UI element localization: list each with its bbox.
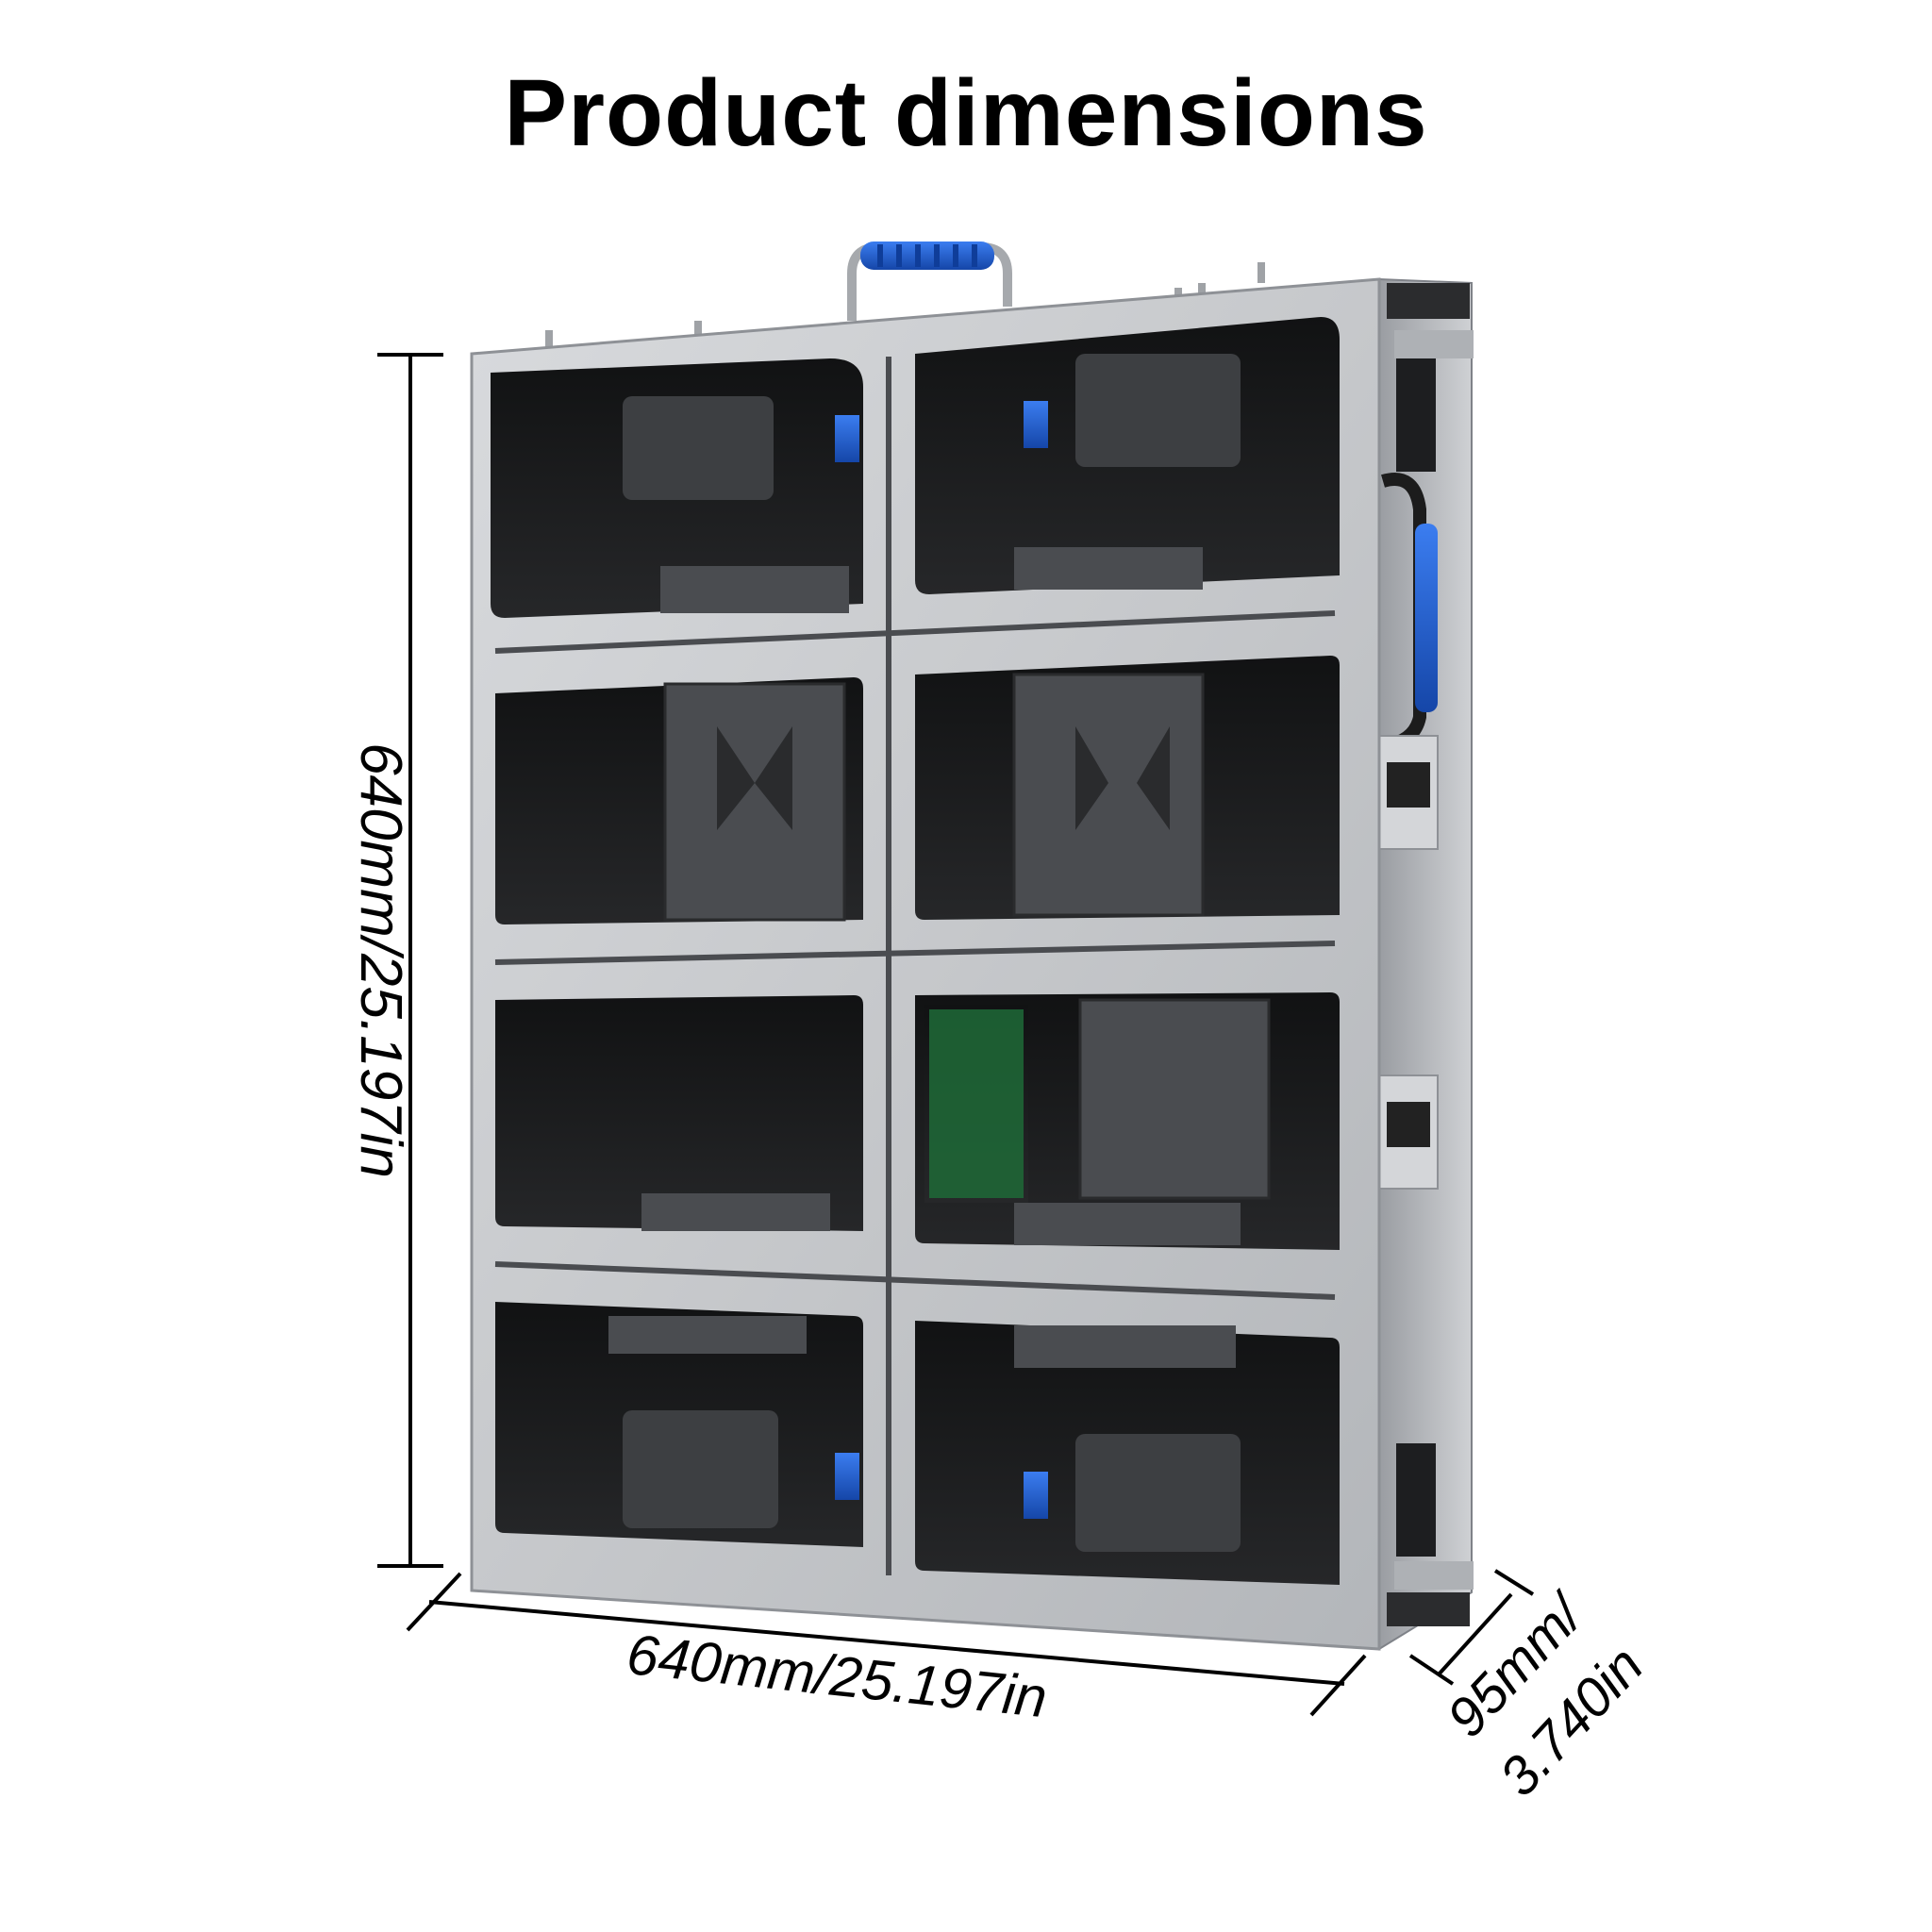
depth-dimension-line [1437,1592,1513,1676]
side-lock-icon [1378,735,1439,1190]
page-title: Product dimensions [504,60,1428,166]
dimension-lines [377,353,1535,1717]
width-dimension-line [428,1600,1345,1686]
height-label: 640mm/25.197in [348,742,413,1178]
internal-components [608,354,1271,1552]
frame-grooves [494,357,1336,1575]
cabinet-side [1378,277,1474,1651]
carry-handle-icon [847,242,1012,321]
